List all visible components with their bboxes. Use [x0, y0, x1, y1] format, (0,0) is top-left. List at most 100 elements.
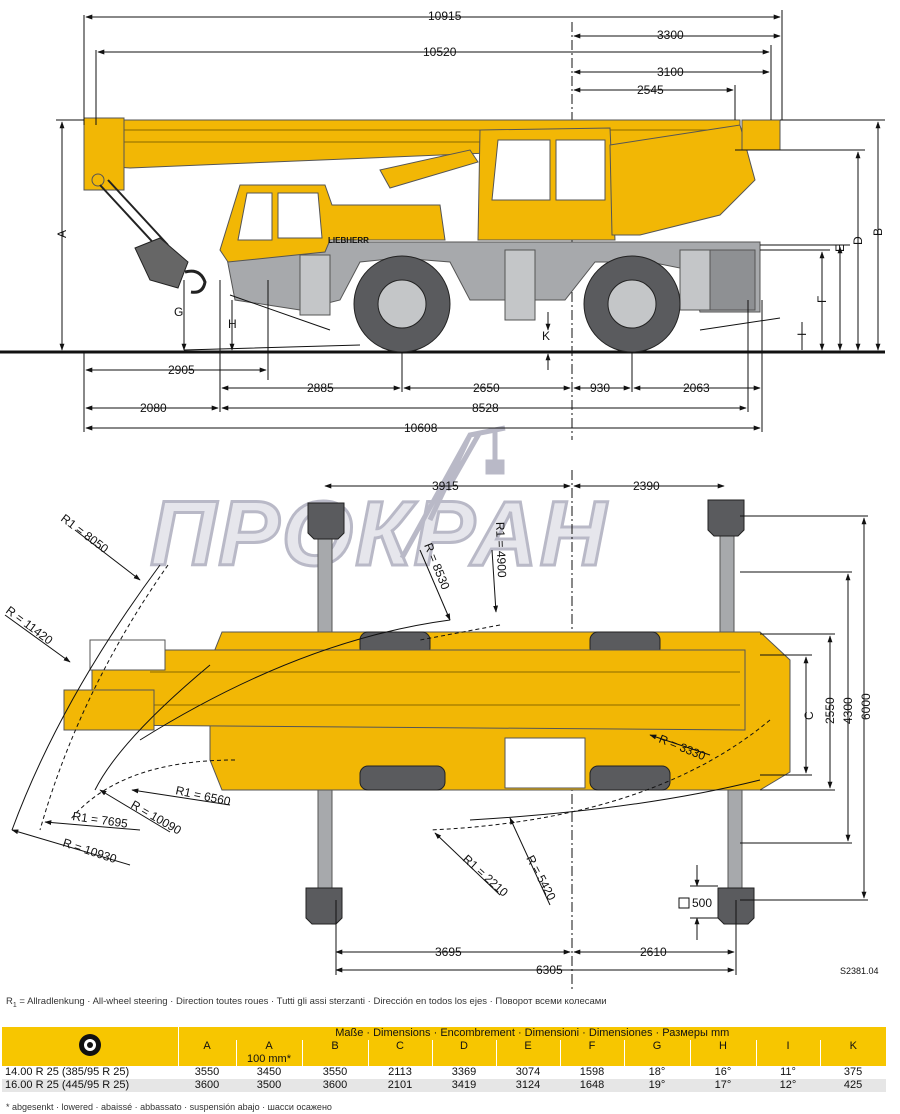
value-e: 3124: [496, 1079, 560, 1092]
side-luffing-cylinder: [379, 149, 479, 189]
dim-2545: 2545: [637, 83, 664, 97]
legend-prefix: R: [6, 996, 13, 1007]
dim-500: 500: [692, 896, 712, 910]
value-k: 425: [820, 1079, 887, 1092]
letter-f: F: [815, 296, 829, 303]
radius-r1-4900: R1 = 4900: [493, 522, 509, 578]
dim-3100: 3100: [657, 65, 684, 79]
tyre-icon: [78, 1033, 101, 1056]
value-c: 2101: [368, 1079, 432, 1092]
watermark-text: ПРОКРАН: [150, 483, 609, 585]
col-header-g: G: [623, 1040, 690, 1053]
value-i: 11°: [756, 1066, 820, 1079]
value-b: 3600: [302, 1079, 368, 1092]
tyre-size: 16.00 R 25 (445/95 R 25): [2, 1079, 178, 1092]
letter-e: E: [833, 244, 847, 252]
col-header-d: D: [431, 1040, 496, 1053]
dim-10915: 10915: [428, 9, 462, 23]
side-view: LIEBHERR: [0, 9, 885, 440]
dim-2390: 2390: [633, 479, 660, 493]
value-c: 2113: [368, 1066, 432, 1079]
dim-2650: 2650: [473, 381, 500, 395]
dim-10608: 10608: [404, 421, 438, 435]
value-f: 1598: [560, 1066, 624, 1079]
value-g: 18°: [624, 1066, 690, 1079]
tyre-size: 14.00 R 25 (385/95 R 25): [2, 1066, 178, 1079]
col-header-c: C: [367, 1040, 432, 1053]
top-view: R1 = 8050 R = 11420 R = 8530 R1 = 4900 R…: [3, 470, 879, 990]
footnote: * abgesenkt · lowered · abaissé · abbass…: [6, 1102, 332, 1112]
letter-c: C: [802, 711, 816, 720]
dim-8528: 8528: [472, 401, 499, 415]
letter-h: H: [228, 317, 237, 331]
dim-2080: 2080: [140, 401, 167, 415]
dimensions-table: Maße · Dimensions · Encombrement · Dimen…: [2, 1027, 887, 1092]
side-driver-cab: LIEBHERR: [219, 184, 446, 263]
brand-label: LIEBHERR: [328, 236, 369, 245]
legend-text: = Allradlenkung · All-wheel steering · D…: [16, 996, 607, 1007]
value-g: 19°: [624, 1079, 690, 1092]
side-vertical-dimensions: [56, 119, 885, 370]
letter-d: D: [851, 236, 865, 245]
value-a: 3600: [178, 1079, 236, 1092]
dim-930: 930: [590, 381, 610, 395]
radius-r-10090: R = 10090: [129, 797, 185, 837]
radius-r-11420: R = 11420: [3, 603, 55, 647]
crane-dimension-drawing: ПРОКРАН: [0, 9, 885, 990]
dim-2610: 2610: [640, 945, 667, 959]
value-a: 3550: [178, 1066, 236, 1079]
col-header-a-lowered: A: [235, 1040, 302, 1053]
top-view-dimensions: [324, 483, 868, 975]
top-outriggers: [305, 499, 755, 925]
table-row: 14.00 R 25 (385/95 R 25) 3550 3450 3550 …: [2, 1066, 887, 1079]
value-d: 3419: [432, 1079, 496, 1092]
radius-r-5420: R = 5420: [523, 853, 559, 903]
drawing-code: S2381.04: [840, 966, 879, 976]
dim-6305: 6305: [536, 963, 563, 977]
value-e: 3074: [496, 1066, 560, 1079]
side-bottom-dimensions: [83, 280, 763, 432]
value-f: 1648: [560, 1079, 624, 1092]
dim-6000: 6000: [859, 693, 873, 720]
dim-3915: 3915: [432, 479, 459, 493]
side-wheel-rear: [583, 255, 681, 353]
value-b: 3550: [302, 1066, 368, 1079]
col-header-k: K: [819, 1040, 887, 1053]
radius-r1-7695: R1 = 7695: [72, 809, 129, 831]
dim-2550: 2550: [823, 697, 837, 724]
dim-4300: 4300: [841, 697, 855, 724]
col-header-f: F: [559, 1040, 624, 1053]
dim-10520: 10520: [423, 45, 457, 59]
dim-3300: 3300: [657, 28, 684, 42]
radius-r-10930: R = 10930: [61, 836, 119, 867]
letter-g: G: [174, 305, 183, 319]
value-a-lowered: 3500: [236, 1079, 302, 1092]
value-h: 16°: [690, 1066, 756, 1079]
col-header-h: H: [689, 1040, 756, 1053]
letter-i: I: [795, 333, 809, 336]
radius-r1-2210: R1 = 2210: [460, 852, 511, 900]
letter-a: A: [55, 230, 69, 238]
dim-2885: 2885: [307, 381, 334, 395]
value-d: 3369: [432, 1066, 496, 1079]
col-header-i: I: [755, 1040, 820, 1053]
top-boom: [63, 639, 746, 731]
side-wheel-front: [353, 255, 451, 353]
side-hook-block: [99, 179, 207, 294]
col-header-a: A: [177, 1040, 236, 1053]
value-k: 375: [820, 1066, 887, 1079]
dim-2905: 2905: [168, 363, 195, 377]
steering-legend: R1 = Allradlenkung · All-wheel steering …: [6, 996, 607, 1009]
col-subheader-a-lowered: 100 mm*: [235, 1053, 302, 1066]
legend-subscript: 1: [12, 1001, 17, 1009]
watermark-crane-icon: [399, 425, 506, 560]
tyre-icon-cell: [2, 1027, 178, 1066]
letter-k: K: [542, 329, 550, 343]
value-i: 12°: [756, 1079, 820, 1092]
side-top-dimensions: [83, 10, 783, 125]
radius-r1-8050: R1 = 8050: [58, 511, 111, 556]
value-h: 17°: [690, 1079, 756, 1092]
col-header-e: E: [495, 1040, 560, 1053]
dim-3695: 3695: [435, 945, 462, 959]
table-title: Maße · Dimensions · Encombrement · Dimen…: [177, 1027, 887, 1040]
